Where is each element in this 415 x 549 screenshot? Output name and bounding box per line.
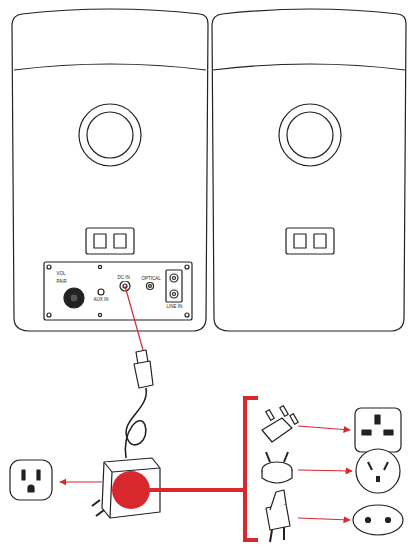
panel-label: AUX IN xyxy=(93,298,109,303)
panel-label: DC IN xyxy=(117,276,130,281)
panel-label: OPTICAL xyxy=(141,277,161,282)
panel-label: PAIR xyxy=(56,280,67,285)
us-outlet xyxy=(10,460,52,500)
panel-label: VOL xyxy=(56,272,66,277)
left-speaker-body xyxy=(12,9,208,331)
panel-label: LINE IN xyxy=(166,305,183,310)
right-speaker-body xyxy=(212,9,406,331)
